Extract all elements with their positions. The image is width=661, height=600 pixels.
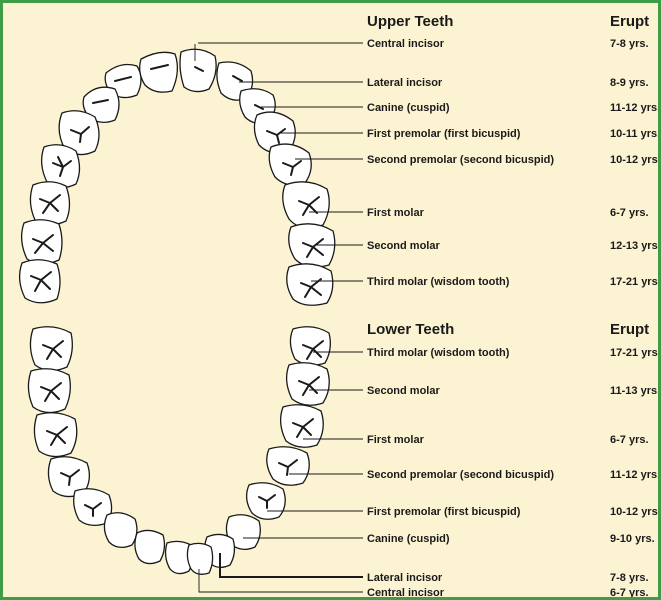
- lower-erupt-age: 17-21 yrs.: [610, 347, 661, 359]
- lower-tooth-name: Lateral incisor: [367, 572, 443, 584]
- lower-tooth-name: Second molar: [367, 385, 440, 397]
- upper-tooth-name: Central incisor: [367, 38, 445, 50]
- upper-teeth-title: Upper Teeth: [367, 13, 453, 30]
- upper-right-teeth: [180, 49, 335, 305]
- upper-erupt-age: 8-9 yrs.: [610, 77, 649, 89]
- lower-teeth-title: Lower Teeth: [367, 321, 454, 338]
- lower-erupt-age: 7-8 yrs.: [610, 572, 649, 584]
- upper-erupt-age: 11-12 yrs.: [610, 102, 660, 114]
- lower-tooth-name: First premolar (first bicuspid): [367, 506, 521, 518]
- lower-erupt-header: Erupt: [610, 321, 649, 338]
- lower-tooth-name: First molar: [367, 434, 425, 446]
- lower-erupt-age: 6-7 yrs.: [610, 434, 649, 446]
- upper-tooth-name: First molar: [367, 207, 425, 219]
- lower-erupt-age: 10-12 yrs.: [610, 506, 661, 518]
- lower-erupt-age: 11-13 yrs.: [610, 385, 660, 397]
- lower-left-teeth: [28, 327, 192, 574]
- upper-erupt-header: Erupt: [610, 13, 649, 30]
- upper-erupt-age: 6-7 yrs.: [610, 207, 649, 219]
- lower-erupt-age: 11-12 yrs.: [610, 469, 660, 481]
- lower-erupt-age: 9-10 yrs.: [610, 533, 655, 545]
- upper-erupt-age: 10-11 yrs.: [610, 128, 660, 140]
- upper-tooth-name: Canine (cuspid): [367, 102, 450, 114]
- upper-tooth-name: Third molar (wisdom tooth): [367, 276, 510, 288]
- lower-tooth-name: Canine (cuspid): [367, 533, 450, 545]
- upper-tooth-name: Second premolar (second bicuspid): [367, 154, 554, 166]
- upper-left-teeth: [20, 52, 178, 302]
- upper-tooth-name: First premolar (first bicuspid): [367, 128, 521, 140]
- upper-tooth-name: Lateral incisor: [367, 77, 443, 89]
- upper-tooth-name: Second molar: [367, 240, 440, 252]
- dental-arch-diagram: Upper Teeth Erupt Lower Teeth Erupt Cent…: [3, 3, 661, 600]
- upper-erupt-age: 7-8 yrs.: [610, 38, 649, 50]
- lower-right-teeth: [187, 327, 330, 575]
- lower-tooth-name: Second premolar (second bicuspid): [367, 469, 554, 481]
- lower-erupt-age: 6-7 yrs.: [610, 587, 649, 599]
- lower-tooth-name: Third molar (wisdom tooth): [367, 347, 510, 359]
- lower-tooth-name: Central incisor: [367, 587, 445, 599]
- upper-erupt-age: 17-21 yrs.: [610, 276, 661, 288]
- upper-erupt-age: 12-13 yrs.: [610, 240, 661, 252]
- upper-erupt-age: 10-12 yrs.: [610, 154, 661, 166]
